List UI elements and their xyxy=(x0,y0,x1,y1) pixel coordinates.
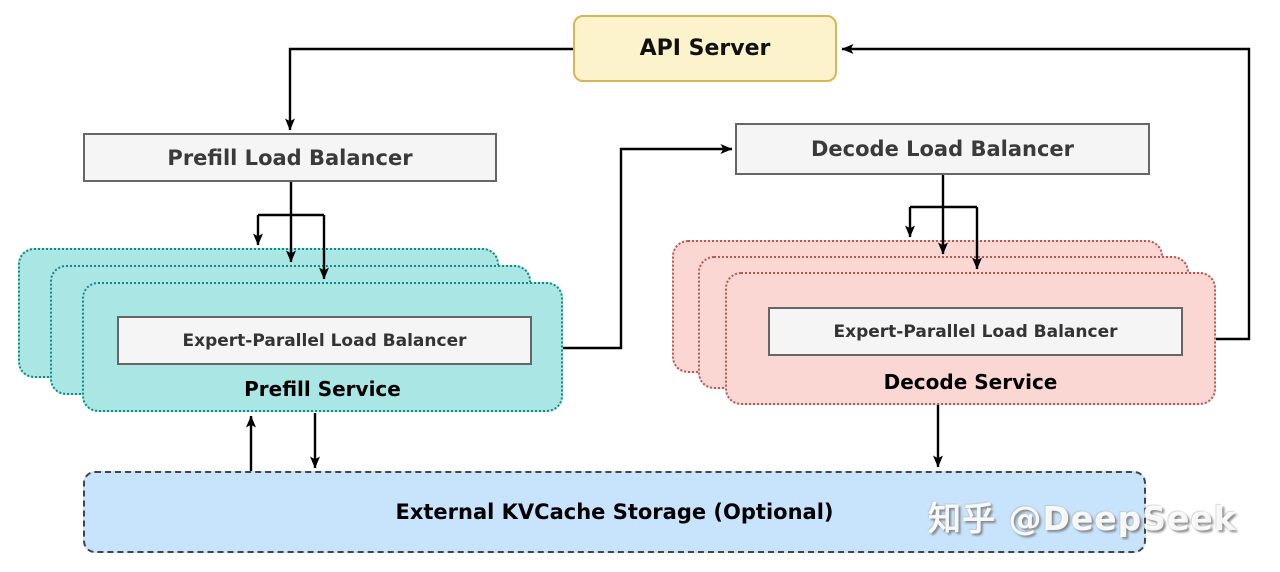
kvcache-storage-label: External KVCache Storage (Optional) xyxy=(395,500,834,524)
decode-expert-parallel-load-balancer-node: Expert-Parallel Load Balancer xyxy=(768,307,1183,356)
prefill-service-card-front: Expert-Parallel Load Balancer Prefill Se… xyxy=(82,282,563,412)
decode-load-balancer-label: Decode Load Balancer xyxy=(810,137,1074,161)
prefill-expert-parallel-load-balancer-node: Expert-Parallel Load Balancer xyxy=(117,316,532,365)
prefill-service-label: Prefill Service xyxy=(244,377,401,401)
watermark: 知乎 @DeepSeek xyxy=(928,499,1237,538)
decode-service-label: Decode Service xyxy=(883,370,1058,394)
prefill-eplb-label: Expert-Parallel Load Balancer xyxy=(182,330,467,351)
decode-service-card-front: Expert-Parallel Load Balancer Decode Ser… xyxy=(725,272,1216,405)
api-server-label: API Server xyxy=(639,36,771,61)
api-server-node: API Server xyxy=(573,15,837,82)
prefill-load-balancer-node: Prefill Load Balancer xyxy=(83,133,497,182)
prefill-load-balancer-label: Prefill Load Balancer xyxy=(167,145,413,170)
decode-load-balancer-node: Decode Load Balancer xyxy=(735,123,1150,175)
kvcache-storage-node: External KVCache Storage (Optional) xyxy=(83,471,1146,553)
edge-api-to-prefill-lb xyxy=(285,47,573,131)
decode-eplb-label: Expert-Parallel Load Balancer xyxy=(833,321,1118,342)
